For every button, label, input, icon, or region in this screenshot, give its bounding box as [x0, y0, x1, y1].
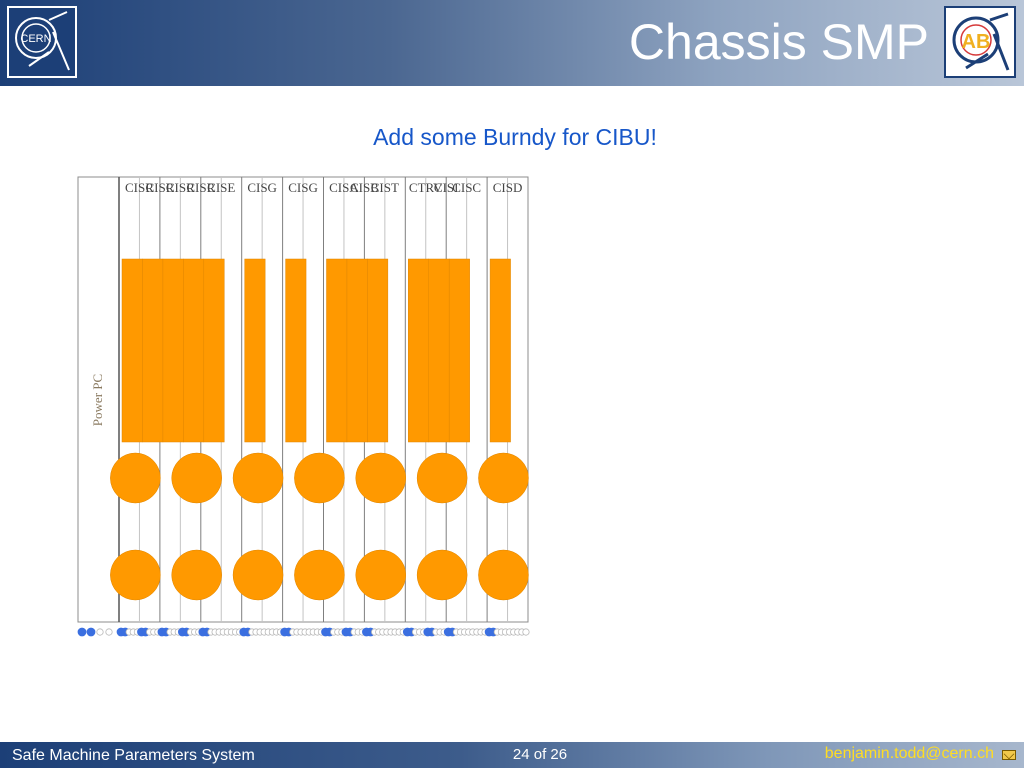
burndy-connector-bottom	[355, 549, 407, 601]
svg-text:CERN: CERN	[20, 33, 51, 45]
ab-logo: AB	[944, 6, 1016, 78]
slot-label: CISC	[452, 180, 481, 195]
header-bar: CERN Chassis SMP AB	[0, 0, 1024, 86]
slot-label: CISI	[434, 180, 459, 195]
board-bar	[121, 258, 143, 443]
burndy-connector-top	[232, 452, 284, 504]
slot-label: CISE	[207, 180, 235, 195]
board-bar	[183, 258, 205, 443]
footer-bar: Safe Machine Parameters System 24 of 26 …	[0, 742, 1024, 768]
slot-label: CISR	[145, 180, 174, 195]
slot-label: CISR	[166, 180, 195, 195]
slot-label: CISR	[125, 180, 154, 195]
pin-dot-empty	[522, 628, 530, 636]
power-pc-label: Power PC	[90, 374, 105, 426]
slot-label: CISG	[247, 180, 277, 195]
slot-label: CISB	[350, 180, 379, 195]
board-bar	[346, 258, 368, 443]
burndy-connector-top	[416, 452, 468, 504]
footer-system-name: Safe Machine Parameters System	[12, 747, 255, 764]
board-bar	[244, 258, 266, 443]
pin-dot-empty	[105, 628, 113, 636]
burndy-connector-bottom	[294, 549, 345, 601]
slot-label: CTRV	[409, 180, 443, 195]
author-email-link[interactable]: benjamin.todd@cern.ch	[824, 745, 994, 762]
burndy-connector-top	[478, 452, 529, 504]
board-bar	[326, 258, 348, 443]
slot-label: CISG	[288, 180, 318, 195]
cern-logo: CERN	[7, 6, 77, 78]
page-title: Chassis SMP	[628, 14, 929, 70]
slot-label: CIST	[371, 180, 399, 195]
pin-dot-filled	[86, 627, 96, 637]
burndy-connector-bottom	[416, 549, 468, 601]
slot-label: CISR	[186, 180, 215, 195]
board-bar	[162, 258, 184, 443]
board-bar	[203, 258, 225, 443]
burndy-connector-top	[110, 452, 161, 504]
board-bar	[448, 258, 470, 443]
burndy-connector-bottom	[110, 549, 161, 601]
slot-label: CISD	[493, 180, 523, 195]
board-bar	[428, 258, 450, 443]
board-bar	[408, 258, 429, 443]
burndy-connector-bottom	[232, 549, 284, 601]
diagram-subtitle: Add some Burndy for CIBU!	[373, 124, 657, 150]
burndy-connector-bottom	[171, 549, 222, 601]
page-number: 24 of 26	[512, 746, 568, 763]
board-bar	[489, 258, 511, 443]
pin-dot-empty	[96, 628, 104, 636]
pin-dot-filled	[77, 627, 87, 637]
svg-text:AB: AB	[962, 31, 991, 53]
board-bar	[285, 258, 307, 443]
slot-label: CISA	[329, 180, 359, 195]
burndy-connector-top	[171, 452, 222, 504]
mail-icon[interactable]	[1002, 750, 1016, 760]
board-bar	[142, 258, 164, 443]
burndy-connector-bottom	[478, 549, 529, 601]
board-bar	[367, 258, 389, 443]
burndy-connector-top	[355, 452, 407, 504]
burndy-connector-top	[294, 452, 345, 504]
